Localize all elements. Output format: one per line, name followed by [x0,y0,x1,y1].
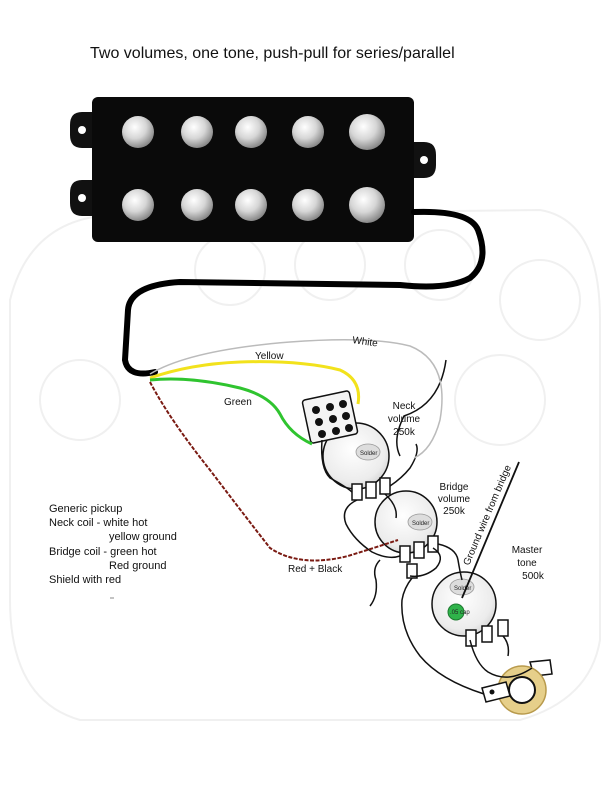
switch-lug [345,424,353,432]
legend: Generic pickup Neck coil - white hot yel… [49,502,177,587]
white-wire [149,339,443,459]
master-tone-label-line2: tone [517,558,537,569]
pole-piece [349,114,385,150]
ground-wire-from-bridge [461,461,520,599]
pot-lug [379,477,391,495]
pot-lug [365,481,377,499]
switch-lug [329,415,337,423]
capacitor-label: .05 cap [450,610,470,616]
legend-line: yellow ground [109,531,177,544]
legend-line: Shield with red [49,574,122,587]
neck-volume-label-line2: volume [388,414,421,425]
wire-label-white: White [352,335,379,350]
switch-lug [342,412,350,420]
legend-line: Neck coil - white hot [49,517,148,530]
pole-piece [122,189,154,221]
neck-volume-pot: Solder [322,422,391,501]
diagram-title: Two volumes, one tone, push-pull for ser… [90,45,455,62]
green-wire [149,377,313,446]
pot-lug [399,545,411,563]
pickup [70,97,436,242]
output-jack [481,659,553,715]
solder-label: Solder [412,521,429,527]
wire-label-yellow: Yellow [255,351,284,362]
wire-label-ground-bridge: Ground wire from bridge [462,463,514,567]
pole-pieces [122,114,385,223]
bridge-volume-pot: Solder [374,490,439,579]
mount-hole [420,156,428,164]
mount-hole [78,194,86,202]
master-tone-label-line3: 500k [522,571,545,582]
pickup-body [92,97,414,242]
pole-piece [235,189,267,221]
solder-spot [407,513,433,531]
mount-hole [78,126,86,134]
master-tone-pot: Solder .05 cap [431,571,509,647]
pole-piece [349,187,385,223]
pickup-cable [121,208,486,377]
neck-volume-label-line3: 250k [393,427,416,438]
switch-lug [332,427,340,435]
wire-label-green: Green [224,397,252,408]
solder-label: Solder [454,586,471,592]
pot-lug [413,541,425,559]
pole-piece [181,189,213,221]
switch-lug [339,400,347,408]
master-tone-label-line1: Master [512,545,543,556]
bridge-volume-label: Bridge volume 250k [438,482,471,517]
pole-piece [122,116,154,148]
pot-lug [481,625,493,643]
pole-piece [235,116,267,148]
wire-label-red-black: Red + Black [288,564,343,575]
pole-piece [292,116,324,148]
background-ghost-shapes [9,208,601,721]
legend-line: Generic pickup [49,503,123,515]
solder-label: Solder [360,451,377,457]
pot-lug [497,619,509,637]
pole-piece [181,116,213,148]
neck-volume-label-line1: Neck [393,401,417,412]
red-black-wire [149,381,399,562]
switch-lug [315,418,323,426]
legend-line: Bridge coil - green hot [49,545,157,558]
switch-lug [318,430,326,438]
push-pull-switch [301,390,359,444]
yellow-wire [149,360,361,405]
switch-lug [312,406,320,414]
legend-line: Red ground [109,559,167,572]
bridge-volume-label-line3: 250k [443,506,466,517]
bridge-volume-label-line1: Bridge [440,482,469,493]
pot-lug [351,483,363,501]
capacitor [447,603,465,621]
solder-spot [355,443,381,461]
master-tone-label: Master tone 500k [512,545,545,582]
switch-lug [326,403,334,411]
pole-piece [292,189,324,221]
bridge-volume-label-line2: volume [438,494,471,505]
neck-volume-label: Neck volume 250k [388,401,421,438]
